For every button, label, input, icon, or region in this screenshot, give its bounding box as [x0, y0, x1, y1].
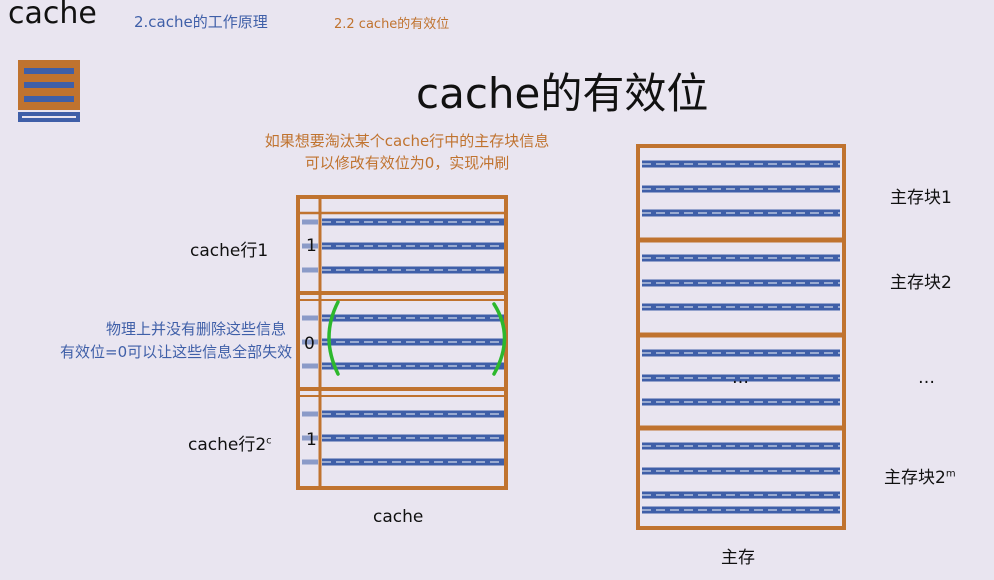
left-note: 物理上并没有删除这些信息 有效位=0可以让这些信息全部失效 — [60, 318, 293, 364]
left-note-line-1: 物理上并没有删除这些信息 — [105, 320, 286, 338]
memory-block-label-last: 主存块2m — [884, 463, 956, 488]
valid-bit-2: 0 — [304, 334, 315, 354]
cache-caption: cache — [373, 507, 424, 527]
memory-block-label-last-text: 主存块2 — [884, 468, 946, 488]
memory-block-label-1: 主存块1 — [890, 188, 952, 208]
header-section: 2.cache的工作原理 — [134, 13, 268, 31]
cache-row-label-last: cache行2c — [188, 430, 272, 455]
left-note-line-2: 有效位=0可以让这些信息全部失效 — [60, 343, 293, 361]
header-subsection: 2.2 cache的有效位 — [334, 17, 450, 32]
header-main: cache — [8, 0, 97, 31]
memory-block-label-last-sup: m — [945, 468, 956, 480]
top-note-line-2: 可以修改有效位为0，实现冲刷 — [304, 154, 510, 172]
memory-block-label-ellipsis: … — [918, 368, 935, 388]
cache-row-label-last-sup: c — [266, 435, 272, 447]
cache-row-label-last-text: cache行2 — [188, 435, 267, 455]
invalid-bracket-right — [492, 302, 507, 376]
memory-caption: 主存 — [721, 548, 755, 568]
invalid-bracket-left — [327, 300, 340, 376]
memory-inner-ellipsis: … — [732, 368, 749, 388]
valid-bit-3: 1 — [306, 430, 317, 450]
cache-block — [296, 195, 508, 490]
page-title: cache的有效位 — [416, 69, 709, 118]
cache-row-label-1: cache行1 — [190, 241, 269, 261]
valid-bit-1: 1 — [306, 236, 317, 256]
top-note: 如果想要淘汰某个cache行中的主存块信息 可以修改有效位为0，实现冲刷 — [222, 130, 592, 174]
memory-block-label-2: 主存块2 — [890, 273, 952, 293]
top-note-line-1: 如果想要淘汰某个cache行中的主存块信息 — [264, 132, 550, 150]
menu-icon[interactable] — [16, 58, 82, 128]
memory-block — [636, 144, 846, 530]
